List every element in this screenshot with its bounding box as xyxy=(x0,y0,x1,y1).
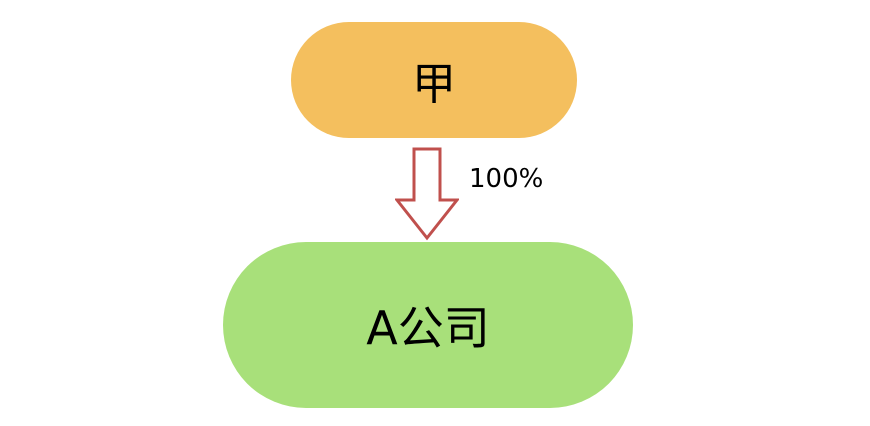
ownership-percentage: 100% xyxy=(469,164,544,194)
shareholder-node: 甲 xyxy=(291,22,577,138)
shareholder-label: 甲 xyxy=(412,59,456,110)
company-label: A公司 xyxy=(366,301,490,355)
down-arrow-icon xyxy=(395,147,459,241)
company-node: A公司 xyxy=(223,242,633,408)
